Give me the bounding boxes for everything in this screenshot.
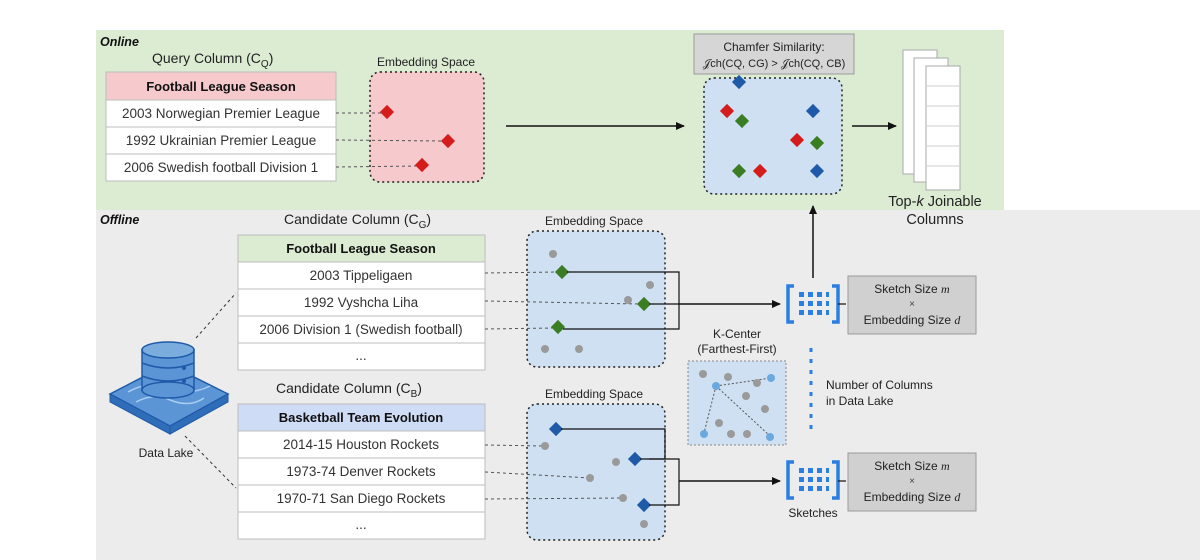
query-row: 1992 Ukrainian Premier League [126,133,317,148]
svg-text:Embedding Size d: Embedding Size d [864,490,962,504]
kcenter-label-line2: (Farthest-First) [697,342,776,356]
candidate-b-embedding-space [526,403,666,541]
candidate-g-points [541,250,654,353]
query-row: 2003 Norwegian Premier League [122,106,320,121]
candidate-g-row: 2006 Division 1 (Swedish football) [259,322,462,337]
query-table: Football League Season 2003 Norwegian Pr… [105,71,337,182]
candidate-g-embedding-space [526,230,666,368]
chamfer-label-box [693,33,855,75]
topk-tables-icon [902,49,961,191]
query-header: Football League Season [146,79,296,94]
chamfer-formula: 𝒥ch(CQ, CG) > 𝒥ch(CQ, CB) [703,58,846,70]
svg-text:×: × [909,299,915,310]
query-point [379,104,395,120]
sketch-icon [786,460,840,500]
svg-text:Embedding Size d: Embedding Size d [864,313,962,327]
query-embedding-space [369,71,485,183]
candidate-g-title: Candidate Column (CG) [284,211,431,231]
candidate-b-embedding-label: Embedding Space [545,387,643,401]
topk-label: Top-k Joinable [888,194,982,210]
query-column-title: Query Column (CQ) [152,50,273,70]
kcenter-points [699,370,775,441]
candidate-g-table: Football League Season 2003 Tippeligaen … [237,234,486,371]
sketch-size-box: Sketch Size m × Embedding Size d [847,452,977,512]
query-point [440,133,456,149]
candidate-g-row: 2003 Tippeligaen [310,268,413,283]
topk-label-line2: Columns [906,212,963,228]
chamfer-embedding-space [703,77,843,195]
num-columns-label-line2: in Data Lake [826,394,894,408]
candidate-b-row: 1973-74 Denver Rockets [286,464,436,479]
candidate-b-row: 1970-71 San Diego Rockets [277,491,446,506]
svg-text:×: × [909,476,915,487]
svg-text:Sketch Size m: Sketch Size m [874,459,950,473]
candidate-g-row: 1992 Vyshcha Liha [304,295,419,310]
data-lake-icon [108,341,230,435]
candidate-b-row: ... [355,517,366,532]
chamfer-title: Chamfer Similarity: [723,40,824,54]
data-lake-label: Data Lake [139,446,194,460]
candidate-g-embedding-label: Embedding Space [545,214,643,228]
candidate-b-title: Candidate Column (CB) [276,380,422,400]
kcenter-label: K-Center [713,327,761,341]
candidate-g-row: ... [355,348,366,363]
candidate-b-table: Basketball Team Evolution 2014-15 Housto… [237,403,486,540]
chamfer-points [719,74,825,179]
candidate-b-points [541,421,652,528]
sketches-label: Sketches [788,506,837,520]
sketch-icon [786,284,840,324]
svg-text:Sketch Size m: Sketch Size m [874,282,950,296]
offline-label: Offline [100,213,139,227]
online-label: Online [100,35,139,49]
candidate-b-header: Basketball Team Evolution [279,410,444,425]
query-point [414,157,430,173]
query-embedding-label: Embedding Space [377,55,475,69]
sketch-size-box: Sketch Size m × Embedding Size d [847,275,977,335]
candidate-g-header: Football League Season [286,241,436,256]
query-row: 2006 Swedish football Division 1 [124,160,318,175]
candidate-b-row: 2014-15 Houston Rockets [283,437,439,452]
num-columns-label: Number of Columns [826,378,933,392]
